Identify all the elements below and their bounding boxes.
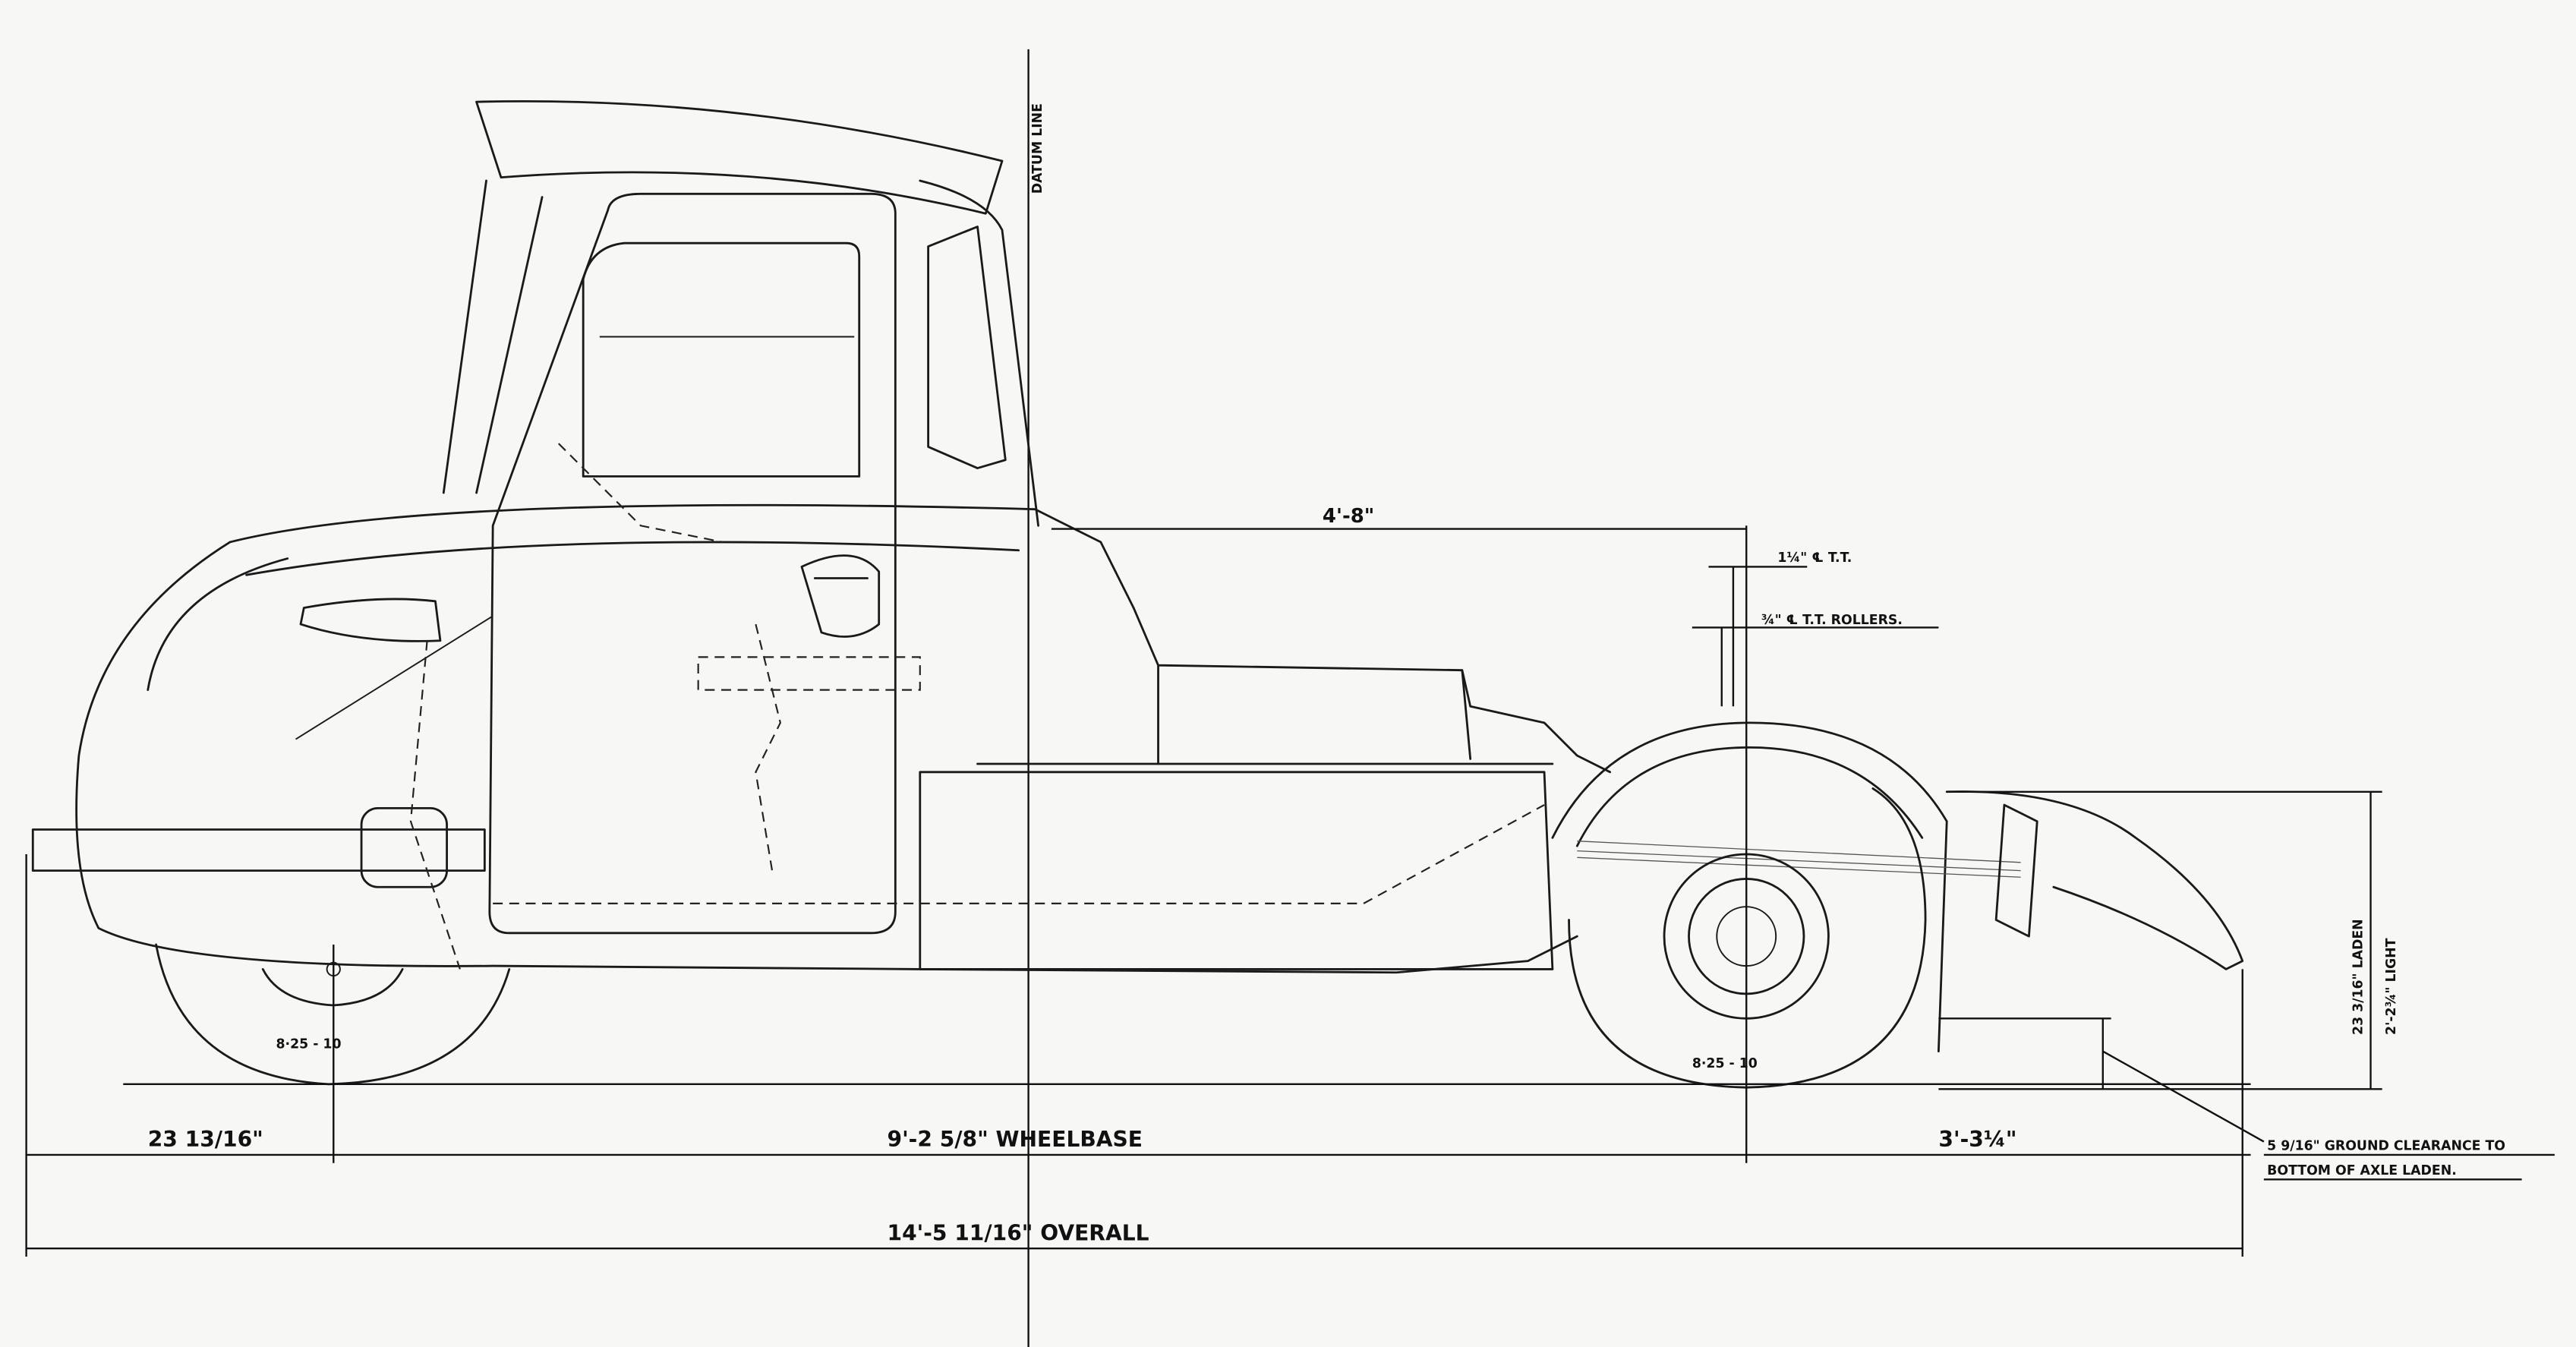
wheelbase-label: 9'-2 5/8" WHEELBASE <box>888 1127 1143 1152</box>
cl-tt-label: 1¼" ℄ T.T. <box>1777 550 1852 566</box>
cl-tt-rollers-label: ¾" ℄ T.T. ROLLERS. <box>1761 613 1903 628</box>
front-overhang-label: 23 13/16" <box>148 1127 263 1152</box>
ground-clearance-label-1: 5 9/16" GROUND CLEARANCE TO <box>2267 1138 2505 1153</box>
height-light-label: 2'-2¾" LIGHT <box>2384 938 2399 1035</box>
ground-clearance-label-2: BOTTOM OF AXLE LADEN. <box>2267 1163 2457 1178</box>
front-tyre-size: 8·25 - 10 <box>276 1036 342 1052</box>
rear-mudguard <box>1551 721 2244 1052</box>
rear-tyre-size: 8·25 - 10 <box>1692 1056 1758 1071</box>
rear-overhang-label: 3'-3¼" <box>1938 1127 2016 1152</box>
fifth-wheel-offset-label: 4'-8" <box>1323 505 1374 528</box>
datum-line-label: DATUM LINE <box>1030 103 1045 194</box>
cab <box>442 99 1039 935</box>
dimensions <box>25 525 2555 1257</box>
height-laden-label: 23 3/16" LADEN <box>2351 919 2366 1035</box>
body <box>31 443 1612 974</box>
overall-length-label: 14'-5 11/16" OVERALL <box>888 1220 1149 1245</box>
